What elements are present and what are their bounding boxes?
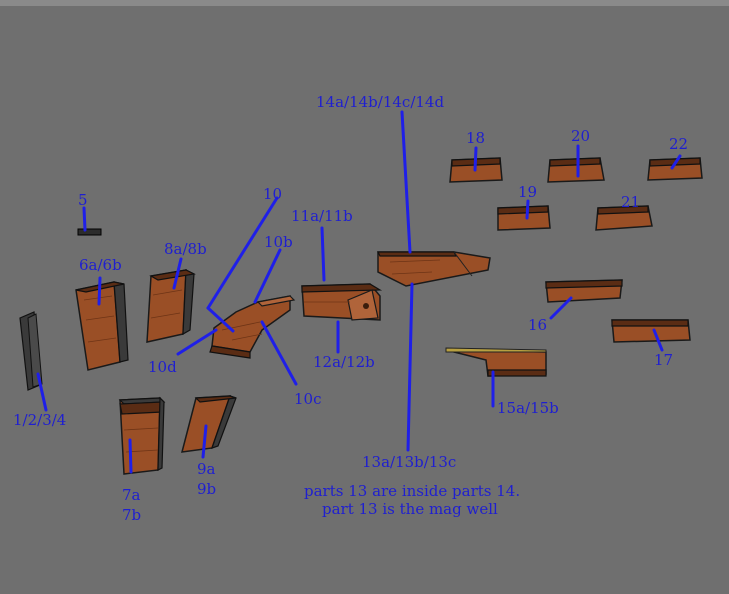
part-7a-7b[interactable]: [118, 396, 166, 475]
leader-5: [82, 206, 87, 232]
leader-10: [206, 196, 279, 310]
label-11a-11b: 11a/11b: [291, 207, 353, 225]
label-7a: 7a: [122, 486, 141, 504]
leader-19: [525, 199, 530, 220]
part-17[interactable]: [611, 319, 691, 343]
leader-14: [400, 110, 412, 254]
part-14[interactable]: [377, 251, 491, 287]
viewport-toolbar-strip: [0, 0, 729, 6]
label-9a: 9a: [197, 460, 216, 478]
leader-10-tip: [206, 306, 235, 333]
label-14: 14a/14b/14c/14d: [316, 93, 444, 111]
label-9b: 9b: [197, 480, 216, 498]
label-19: 19: [518, 183, 537, 201]
part-5[interactable]: [77, 228, 102, 236]
part-19[interactable]: [497, 205, 551, 231]
parts-diagram: 1/2/3/4 5 6a/6b 8a/8b 7a 7b 9a 9b: [13, 93, 703, 524]
label-5: 5: [78, 191, 88, 209]
part-6a-6b[interactable]: [75, 281, 129, 371]
part-15[interactable]: [445, 347, 547, 377]
label-10c: 10c: [294, 390, 322, 408]
label-8a-8b: 8a/8b: [164, 240, 207, 258]
label-7b: 7b: [122, 506, 141, 524]
label-6a-6b: 6a/6b: [79, 256, 122, 274]
leader-10b: [253, 248, 282, 304]
label-13: 13a/13b/13c: [362, 453, 456, 471]
note-line-1: parts 13 are inside parts 14.: [304, 482, 520, 500]
part-10[interactable]: [209, 295, 296, 359]
leader-16: [549, 296, 573, 320]
leader-9: [201, 424, 208, 459]
leader-13: [406, 282, 414, 452]
label-15a-15b: 15a/15b: [497, 399, 559, 417]
part-16[interactable]: [545, 279, 623, 303]
leader-1-2-3-4: [36, 372, 48, 412]
3d-viewport[interactable]: 1/2/3/4 5 6a/6b 8a/8b 7a 7b 9a 9b: [0, 6, 729, 594]
part-8a-8b[interactable]: [146, 269, 196, 343]
label-18: 18: [466, 129, 485, 147]
leader-22: [670, 154, 682, 170]
part-9a-9b[interactable]: [180, 395, 237, 453]
leader-17: [652, 328, 664, 352]
leader-8: [172, 257, 183, 290]
label-20: 20: [571, 127, 590, 145]
part-22[interactable]: [647, 157, 703, 181]
label-17: 17: [654, 351, 673, 369]
note-line-2: part 13 is the mag well: [322, 500, 498, 518]
label-21: 21: [621, 193, 640, 211]
label-10d: 10d: [148, 358, 177, 376]
part-11-12[interactable]: [301, 283, 383, 321]
part-21[interactable]: [595, 205, 653, 231]
label-16: 16: [528, 316, 547, 334]
leader-11: [320, 226, 326, 282]
leader-10c: [260, 320, 298, 386]
leader-10d: [176, 328, 218, 356]
leader-7: [128, 438, 133, 474]
label-1-2-3-4: 1/2/3/4: [13, 411, 66, 429]
part-20[interactable]: [547, 157, 605, 183]
label-22: 22: [669, 135, 688, 153]
label-10: 10: [263, 185, 282, 203]
label-12a-12b: 12a/12b: [313, 353, 375, 371]
leader-6: [97, 276, 102, 306]
label-10b: 10b: [264, 233, 293, 251]
leader-18: [473, 146, 478, 172]
